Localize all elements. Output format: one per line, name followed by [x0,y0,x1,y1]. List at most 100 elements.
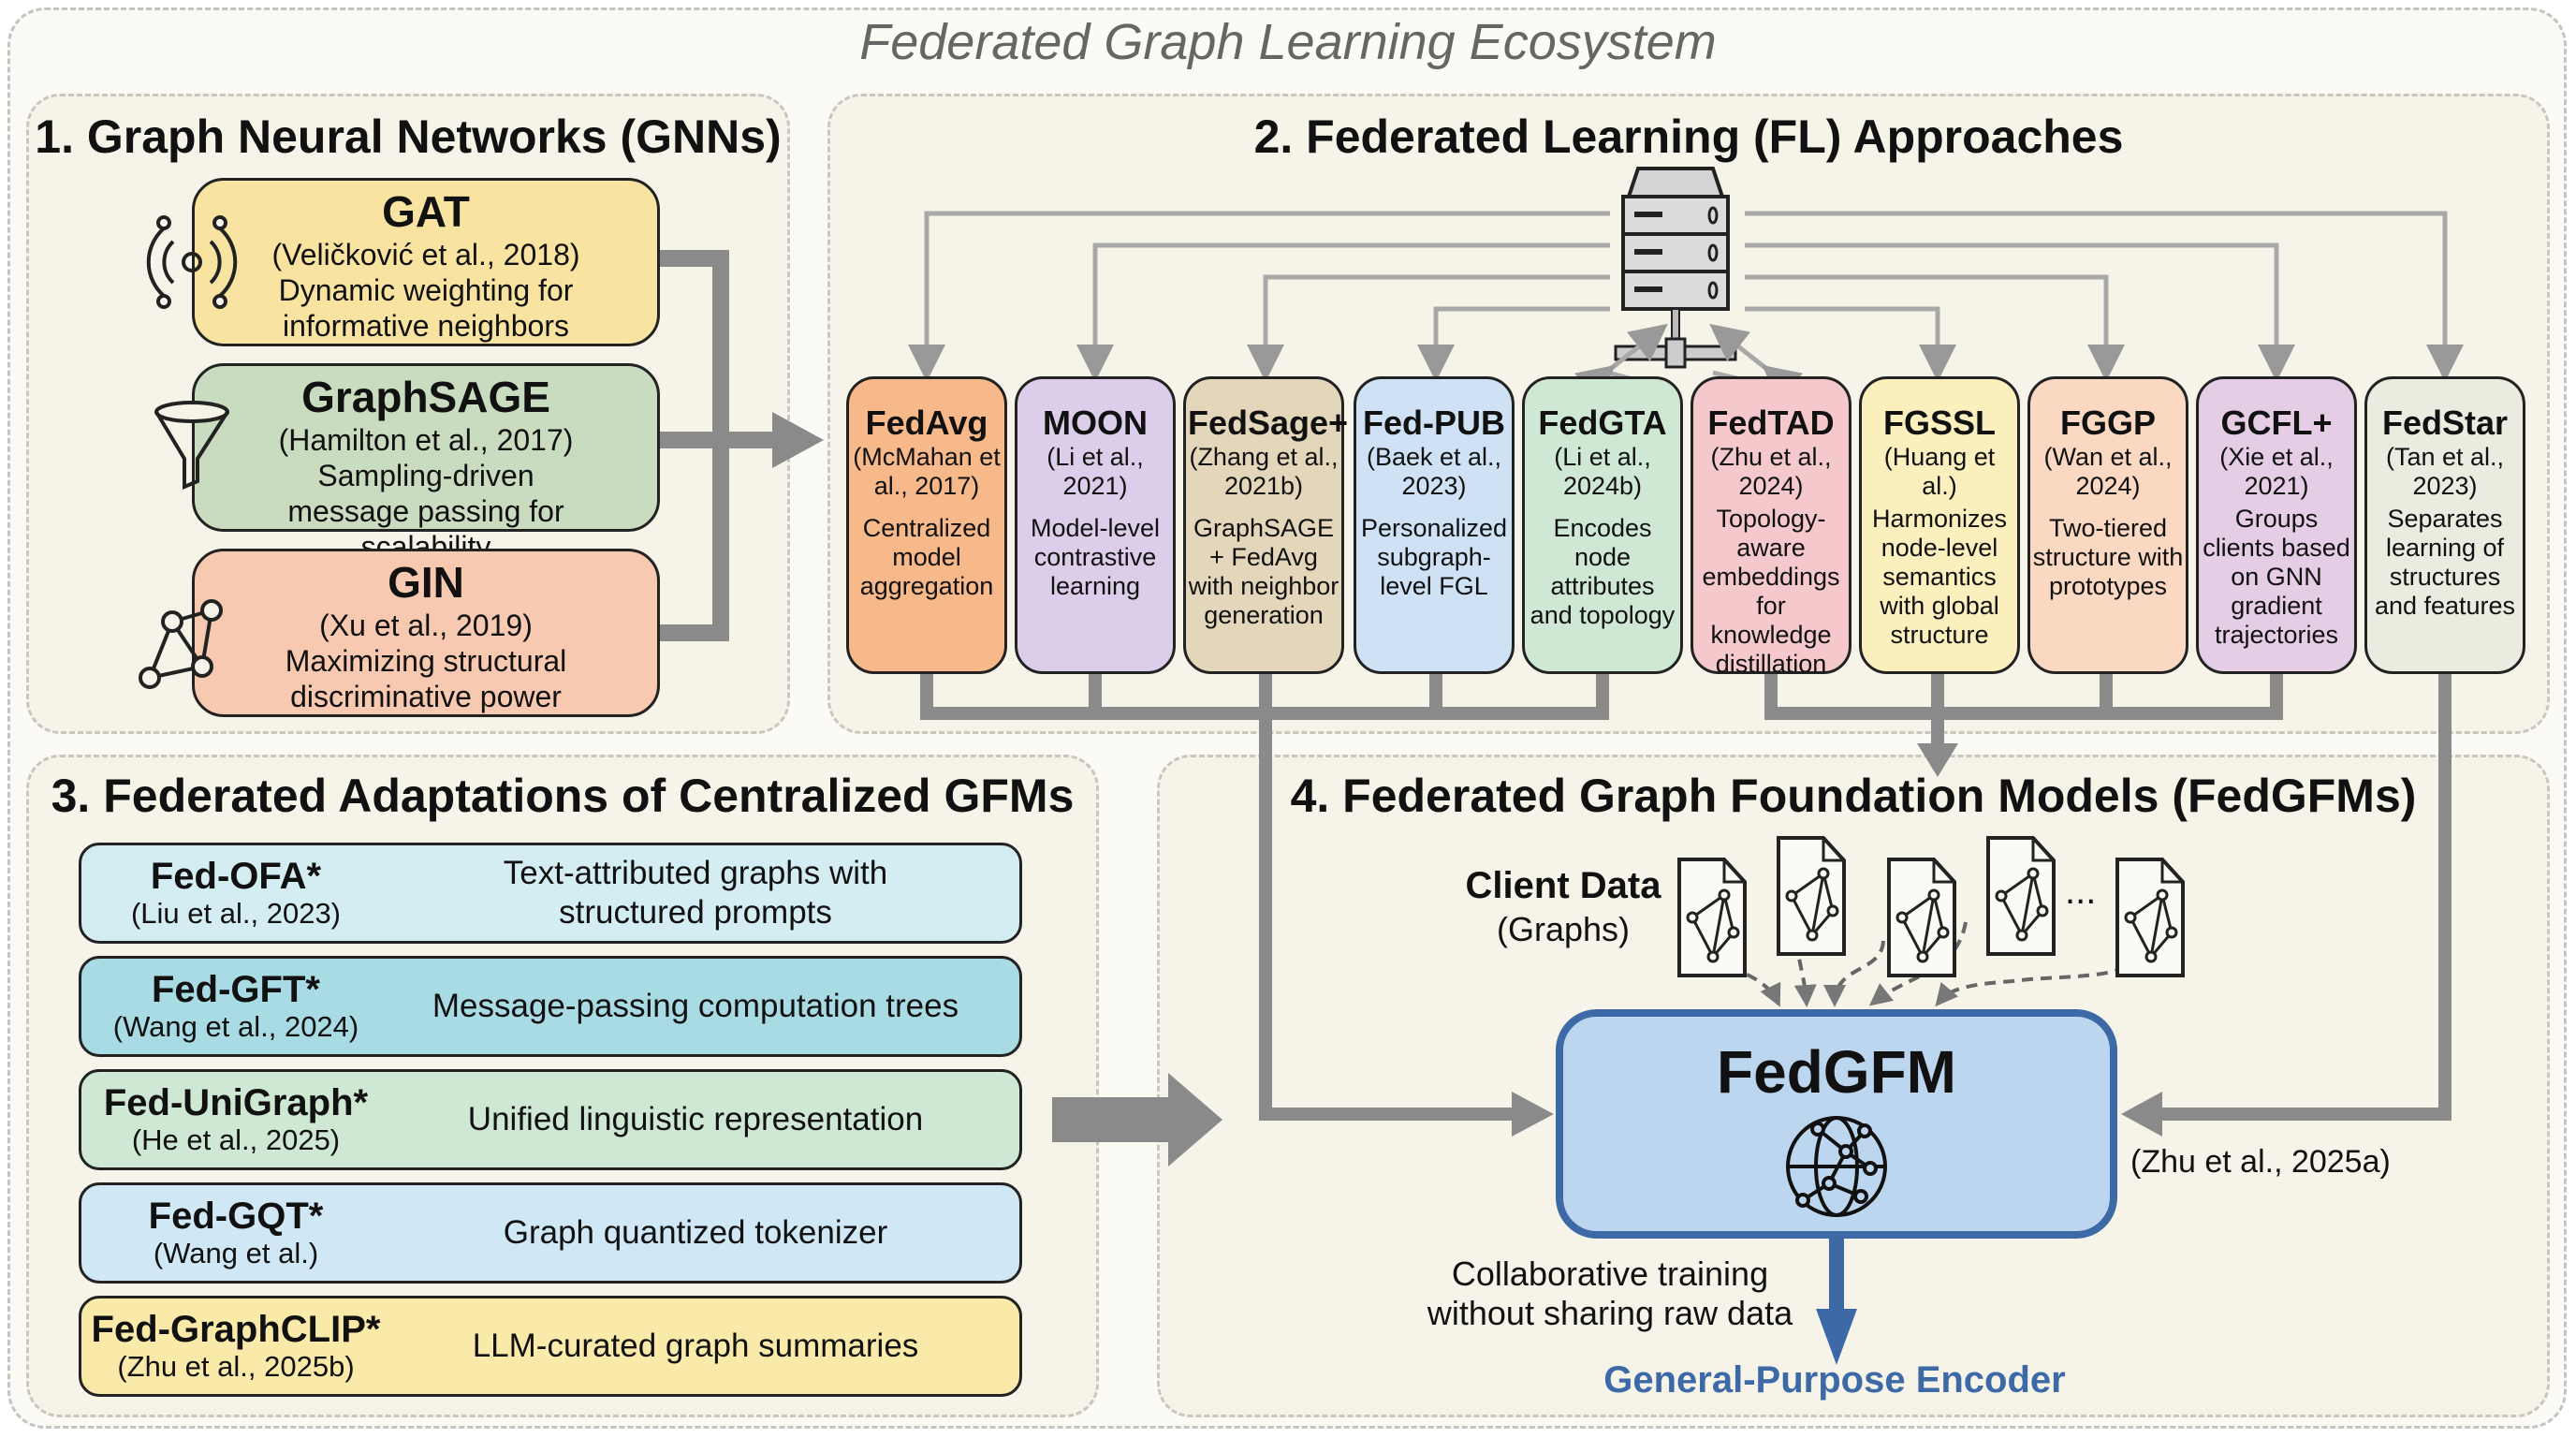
gnn-name: GAT [382,187,470,236]
fl-name: FedAvg [865,404,988,442]
gfm-name: Fed-GFT* [152,969,320,1010]
fl-description: GraphSAGE + FedAvg with neighbor generat… [1188,514,1339,629]
panel-fl-title: 2. Federated Learning (FL) Approaches [1253,110,2124,163]
fedgfm-model-name: FedGFM [1717,1038,1956,1106]
fedgfm-output-arrow-head [1816,1309,1857,1365]
gfm-citation: (Zhu et al., 2025b) [117,1350,355,1383]
client-data-dashed-arrows [1704,921,2151,1007]
fl-to-fedgfm-arrow [1917,743,1958,777]
gfm-row-fed-gqt[interactable]: Fed-GQT*(Wang et al.) Graph quantized to… [79,1182,1022,1284]
fl-card-gcfl[interactable]: GCFL+ (Xie et al., 2021) Groups clients … [2196,376,2357,674]
gfm-name: Fed-GraphCLIP* [91,1309,381,1350]
fedgfm-model-box[interactable]: FedGFM [1556,1009,2117,1239]
gfm-description: Text-attributed graphs with structured p… [503,855,888,931]
fedgfm-output-label: General-Purpose Encoder [1603,1359,2066,1401]
gnn-name: GraphSAGE [301,373,550,421]
fl-description: Personalized subgraph-level FGL [1360,514,1508,600]
fl-citation: (Tan et al., 2023) [2385,443,2505,500]
server-client-links [908,211,2464,389]
fl-description: Separates learning of structures and fea… [2374,505,2516,620]
fl-citation: (Zhang et al., 2021b) [1189,443,1339,500]
fl-citation: (Wan et al., 2024) [2043,443,2173,500]
gnn-name: GIN [388,558,464,607]
panel-fedgfm-title: 4. Federated Graph Foundation Models (Fe… [1290,770,2417,822]
fl-card-fgssl[interactable]: FGSSL (Huang et al.) Harmonizes node-lev… [1859,376,2020,674]
fedgfm-note: Collaborative training without sharing r… [1427,1255,1793,1332]
fl-card-fedgta[interactable]: FedGTA (Li et al., 2024b) Encodes node a… [1522,376,1683,674]
fl-description: Harmonizes node-level semantics with glo… [1871,505,2008,649]
fl-name: MOON [1043,404,1148,442]
fl-citation: (Baek et al., 2023) [1366,443,1502,500]
gfm-citation: (Wang et al.) [153,1237,319,1269]
panel-gfm-title: 3. Federated Adaptations of Centralized … [51,770,1075,822]
fedgfm-output-arrow-shaft [1829,1239,1844,1313]
gnn-to-fl-arrow [772,412,824,468]
client-data-label: Client Data [1465,865,1661,906]
fl-name: GCFL+ [2220,404,2333,442]
fl-name: FedStar [2381,404,2509,442]
fl-card-fedavg[interactable]: FedAvg (McMahan et al., 2017) Centralize… [846,376,1007,674]
fl-name: FGSSL [1882,404,1996,442]
fl-card-fggp[interactable]: FGGP (Wan et al., 2024) Two-tiered struc… [2027,376,2188,674]
gnn-card-gat[interactable]: GAT (Veličković et al., 2018) Dynamic we… [192,178,660,346]
gfm-citation: (Liu et al., 2023) [130,897,342,930]
gnn-description: Maximizing structural discriminative pow… [285,644,567,713]
gfm-citation: (He et al., 2025) [131,1123,341,1156]
gnn-card-gin[interactable]: GIN (Xu et al., 2019) Maximizing structu… [192,549,660,717]
fl-card-fedstar[interactable]: FedStar (Tan et al., 2023) Separates lea… [2364,376,2525,674]
fl-name: FedGTA [1538,404,1667,442]
gnn-citation: (Veličković et al., 2018) [271,238,580,271]
fl-description: Centralized model aggregation [859,514,994,600]
fl-card-fedsage[interactable]: FedSage+ (Zhang et al., 2021b) GraphSAGE… [1183,376,1349,674]
fl-left-to-fedgfm-line [1259,713,1516,1121]
fl-description: Topology-aware embeddings for knowledge … [1702,505,1840,678]
fl-citation: (Li et al., 2024b) [1554,443,1651,500]
gnn-description: Dynamic weighting for informative neighb… [278,273,574,343]
fl-name: FedSage+ [1188,404,1349,442]
gfm-description: LLM-curated graph summaries [472,1328,919,1364]
fl-citation: (McMahan et al., 2017) [853,443,1001,500]
fedgfm-citation: (Zhu et al., 2025a) [2130,1144,2391,1180]
fl-description: Model-level contrastive learning [1030,514,1161,600]
panel-gnns-title: 1. Graph Neural Networks (GNNs) [35,110,782,163]
gfm-row-fed-ofa[interactable]: Fed-OFA*(Liu et al., 2023) Text-attribut… [79,843,1022,944]
fl-name: FedTAD [1707,404,1835,442]
gfm-description: Graph quantized tokenizer [503,1214,888,1251]
fl-description: Groups clients based on GNN gradient tra… [2203,505,2350,649]
fl-merge-connector-right [1764,674,2283,749]
client-data-sublabel: (Graphs) [1496,910,1631,948]
fl-card-fedtad[interactable]: FedTAD (Zhu et al., 2024) Topology-aware… [1690,376,1852,678]
fedstar-to-fedgfm-line [2162,674,2452,1121]
gfm-citation: (Wang et al., 2024) [112,1010,359,1043]
gfm-name: Fed-OFA* [150,856,322,897]
gnn-citation: (Hamilton et al., 2017) [278,423,574,457]
fl-description: Encodes node attributes and topology [1530,514,1676,629]
fl-card-fedpub[interactable]: Fed-PUB (Baek et al., 2023) Personalized… [1354,376,1515,674]
server-icon [1614,167,1737,369]
fl-description: Two-tiered structure with prototypes [2032,514,2184,600]
diagram-title: Federated Graph Learning Ecosystem [859,14,1717,70]
fl-card-moon[interactable]: MOON (Li et al., 2021) Model-level contr… [1015,376,1176,674]
fl-citation: (Xie et al., 2021) [2219,443,2334,500]
gnn-card-graphsage[interactable]: GraphSAGE (Hamilton et al., 2017) Sampli… [192,363,660,564]
server-bidirectional-arrows [1574,323,1803,404]
fl-citation: (Huang et al.) [1883,443,1996,500]
gfm-to-fedgfm-arrow-head [1168,1073,1222,1167]
gfm-row-fed-unigraph[interactable]: Fed-UniGraph*(He et al., 2025) Unified l… [79,1069,1022,1170]
client-data-ellipsis: ... [2065,871,2097,912]
gfm-to-fedgfm-arrow-shaft [1052,1097,1172,1142]
gnn-merge-connector [660,250,777,641]
fl-name: FGGP [2059,404,2156,442]
fl-name: Fed-PUB [1363,404,1505,442]
gfm-name: Fed-UniGraph* [103,1082,369,1123]
fl-citation: (Li et al., 2021) [1046,443,1144,500]
gfm-row-fed-gft[interactable]: Fed-GFT*(Wang et al., 2024) Message-pass… [79,956,1022,1057]
gfm-description: Unified linguistic representation [467,1101,924,1137]
gnn-citation: (Xu et al., 2019) [319,609,533,642]
gfm-description: Message-passing computation trees [432,988,959,1024]
gfm-name: Fed-GQT* [148,1196,324,1237]
fl-merge-connector-left [920,674,1609,720]
gfm-row-fed-graphclip[interactable]: Fed-GraphCLIP*(Zhu et al., 2025b) LLM-cu… [79,1296,1022,1397]
globe-network-icon [1786,1116,1887,1217]
